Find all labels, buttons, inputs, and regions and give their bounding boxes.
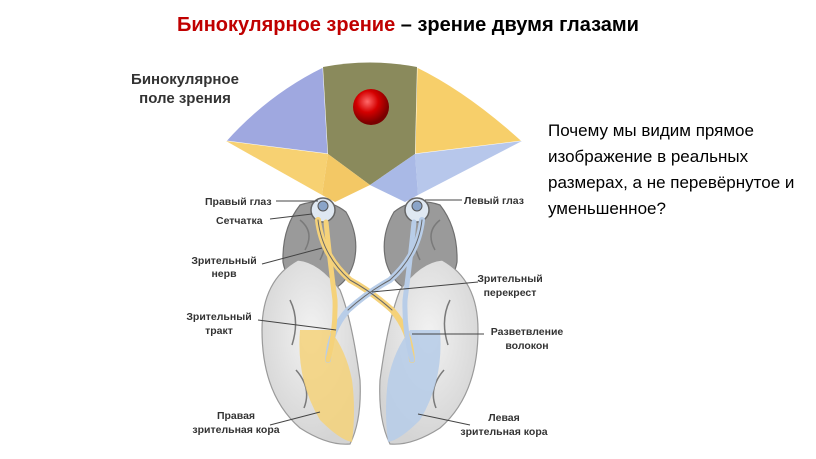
label-optic-tract-1: Зрительный	[186, 311, 251, 323]
field-left-cone	[322, 154, 370, 202]
label-left-cortex-2: зрительная кора	[460, 426, 547, 438]
cortex-pathway-left	[299, 330, 354, 442]
label-chiasm-1: Зрительный	[477, 273, 542, 285]
label-right-cortex-1: Правая	[217, 410, 255, 422]
field-right-cone	[370, 154, 418, 202]
label-field-1: Бинокулярное	[131, 71, 239, 88]
binocular-visual-field	[224, 62, 524, 202]
leader-left-cortex	[417, 413, 471, 426]
label-branching-2: волокон	[505, 340, 548, 352]
leader-lines	[257, 199, 484, 426]
label-branching-1: Разветвление	[491, 326, 564, 338]
optic-pathways	[315, 217, 425, 363]
leader-right-cortex	[269, 411, 321, 426]
slide-title: Бинокулярное зрение – зрение двумя глаза…	[0, 14, 816, 37]
title-rest: – зрение двумя глазами	[395, 14, 639, 36]
label-retina: Сетчатка	[216, 215, 263, 227]
label-chiasm-2: перекрест	[484, 287, 537, 299]
field-left-blue	[224, 66, 329, 155]
label-optic-nerve-1: Зрительный	[191, 255, 256, 267]
pathway-outlines	[317, 219, 423, 311]
label-field-2: поле зрения	[139, 90, 231, 107]
field-right-lower-blue	[415, 141, 522, 195]
pathway-right-yellow-direct	[323, 219, 338, 363]
label-optic-nerve-2: нерв	[211, 268, 237, 280]
leader-retina	[269, 213, 313, 220]
brain-illustration	[261, 201, 479, 445]
viewed-object-ball	[353, 89, 389, 125]
left-eye	[404, 197, 430, 223]
leader-chiasm	[371, 281, 479, 293]
cortex-pathway-right	[386, 330, 441, 442]
label-optic-tract-2: тракт	[205, 325, 233, 337]
title-accent: Бинокулярное зрение	[177, 14, 396, 36]
field-right-yellow	[414, 66, 524, 155]
label-left-eye: Левый глаз	[464, 195, 524, 207]
label-right-eye: Правый глаз	[205, 196, 272, 208]
question-text: Почему мы видим прямое изображение в реа…	[548, 121, 795, 218]
pathway-left-blue-direct	[402, 219, 417, 363]
leader-optic-tract	[257, 319, 337, 331]
field-left-lower-yellow	[226, 141, 328, 195]
label-right-cortex-2: зрительная кора	[192, 424, 279, 436]
label-left-cortex-1: Левая	[488, 412, 520, 424]
right-eye	[310, 197, 336, 223]
leader-optic-nerve	[261, 247, 323, 265]
